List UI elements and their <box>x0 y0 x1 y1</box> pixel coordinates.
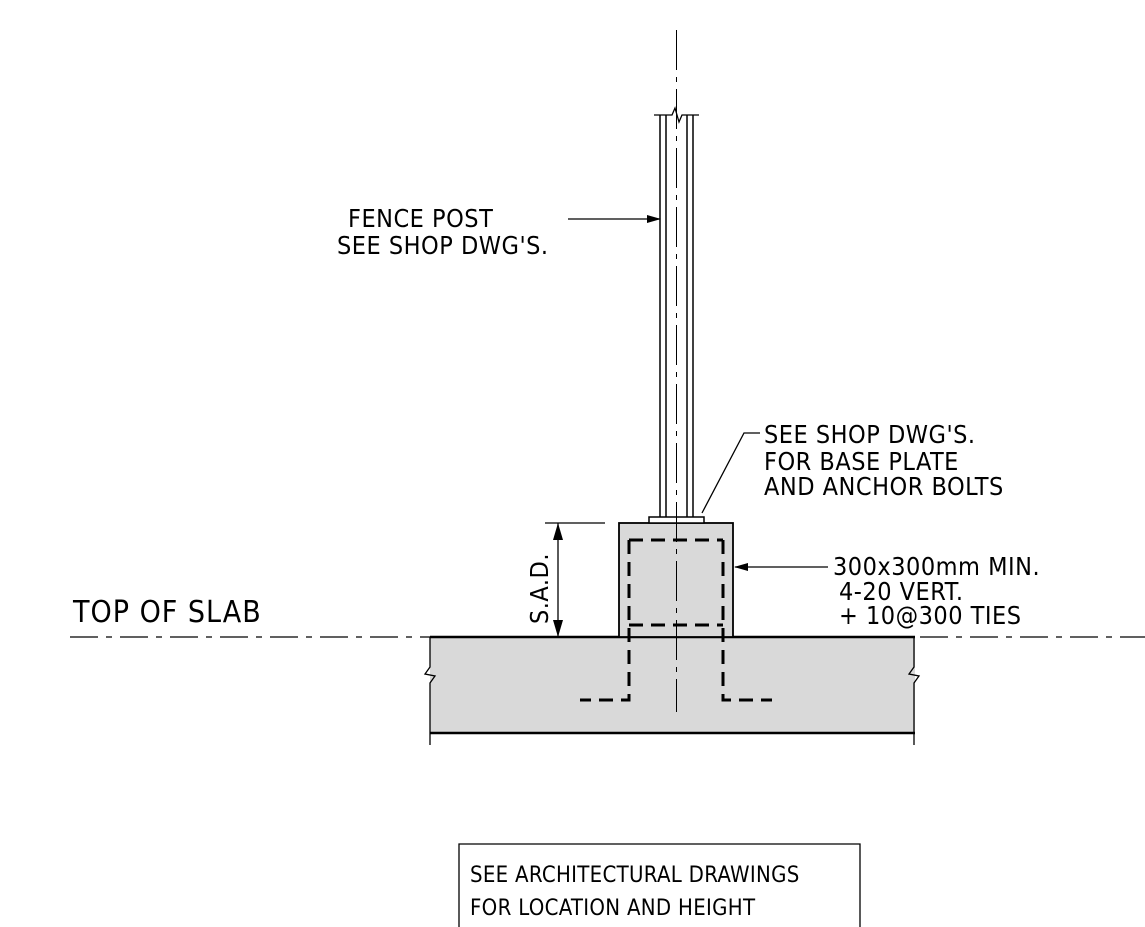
base-plate-note-line: FOR BASE PLATE <box>764 447 959 476</box>
fence-post-note: FENCE POST SEE SHOP DWG'S. <box>337 204 549 260</box>
note-box-line: SEE ARCHITECTURAL DRAWINGS <box>470 863 800 888</box>
slab <box>430 637 915 733</box>
base-plate-note: SEE SHOP DWG'S. FOR BASE PLATE AND ANCHO… <box>764 420 1004 501</box>
sad-dimension <box>545 522 605 637</box>
pier-note-line: 300x300mm MIN. <box>833 552 1040 581</box>
fence-post-note-line: SEE SHOP DWG'S. <box>337 231 549 260</box>
base-plate-leader <box>701 432 760 514</box>
sad-arrow-bottom <box>553 620 563 637</box>
pier-note-line: 4-20 VERT. <box>839 577 963 606</box>
slab-break-left <box>423 637 437 745</box>
fence-post-note-line: FENCE POST <box>348 204 493 233</box>
top-of-slab-label: TOP OF SLAB <box>72 595 262 630</box>
pier-note-line: + 10@300 TIES <box>839 601 1022 630</box>
note-box-text: SEE ARCHITECTURAL DRAWINGS FOR LOCATION … <box>470 863 806 921</box>
sad-label: S.A.D. <box>525 553 554 624</box>
pier-note: 300x300mm MIN. 4-20 VERT. + 10@300 TIES <box>833 552 1048 630</box>
base-plate-note-line: AND ANCHOR BOLTS <box>764 472 1004 501</box>
slab-break-right <box>907 637 921 745</box>
base-plate-note-line: SEE SHOP DWG'S. <box>764 420 976 449</box>
note-box-line: FOR LOCATION AND HEIGHT <box>470 896 756 921</box>
note-box: SEE ARCHITECTURAL DRAWINGS FOR LOCATION … <box>458 843 861 927</box>
sad-arrow-top <box>553 523 563 540</box>
